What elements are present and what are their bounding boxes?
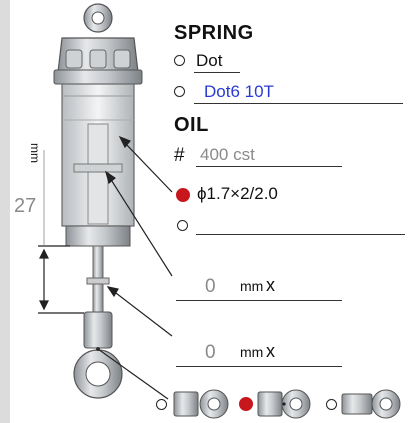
shaft [86, 245, 110, 315]
unit-label-vertical: mm [28, 143, 42, 163]
spacer-1-underline [176, 300, 342, 302]
spacer-1-unit: mm [240, 278, 264, 294]
spring-option-dot6-label[interactable]: Dot6 10T [204, 82, 274, 101]
bottom-rod-end [73, 311, 123, 399]
rod-end-thumb-1 [173, 389, 229, 419]
left-sidebar [0, 0, 10, 423]
rod-end-long-radio[interactable] [326, 399, 337, 410]
spacer-2-suffix: x [266, 341, 275, 361]
dimension-marks [38, 150, 84, 314]
piston-option-value[interactable]: ϕ1.7×2/2.0 [197, 184, 278, 203]
spacer-1-suffix: x [266, 275, 275, 295]
shock-body [61, 83, 135, 247]
spring-heading: SPRING [174, 22, 254, 44]
rod-end-straight-radio[interactable] [156, 399, 167, 410]
spring-option-dot-label[interactable]: Dot [196, 51, 223, 70]
spring-option-dot-underline [194, 72, 240, 74]
rod-end-thumb-2 [257, 389, 311, 419]
piston-custom-underline [196, 234, 405, 236]
dimension-length: 27 [14, 195, 37, 217]
top-mount-eye [83, 3, 113, 33]
piston-custom-radio[interactable] [177, 220, 188, 231]
rod-end-offset-radio[interactable] [239, 397, 253, 411]
spacer-2-unit: mm [240, 344, 264, 360]
rod-end-thumb-3 [341, 389, 401, 419]
top-cap [53, 37, 143, 85]
oil-hash-prefix: # [174, 145, 185, 166]
spacer-2-value[interactable]: 0 [205, 342, 216, 363]
oil-heading: OIL [174, 114, 209, 136]
spring-option-dot6-underline [194, 103, 403, 105]
oil-viscosity-underline [196, 166, 342, 168]
piston-option-radio[interactable] [176, 188, 190, 202]
spring-option-dot6-radio[interactable] [174, 86, 185, 97]
spring-option-dot-radio[interactable] [174, 55, 185, 66]
spacer-1-value[interactable]: 0 [205, 276, 216, 297]
oil-viscosity-value[interactable]: 400 cst [200, 145, 255, 164]
spacer-2-underline [176, 366, 342, 368]
leader-lines [97, 135, 173, 400]
